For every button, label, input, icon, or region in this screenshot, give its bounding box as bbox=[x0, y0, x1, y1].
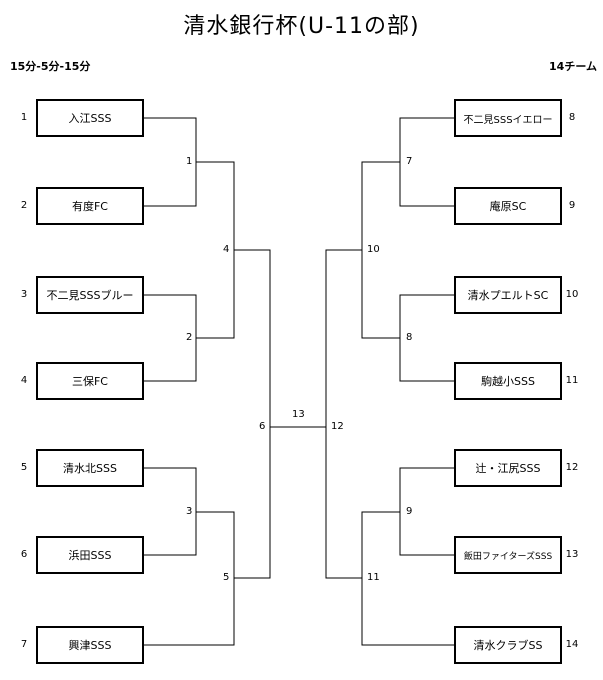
seed-number: 14 bbox=[565, 639, 579, 650]
seed-number: 12 bbox=[565, 462, 579, 473]
page-title: 清水銀行杯(U-11の部) bbox=[183, 14, 420, 39]
team-box-left: 清水北SSS bbox=[36, 449, 144, 487]
match-number-7: 7 bbox=[406, 156, 413, 167]
team-name: 不二見SSSイエロー bbox=[463, 114, 553, 126]
seed-number: 9 bbox=[568, 200, 576, 211]
team-box-right: 清水クラブSS bbox=[454, 626, 562, 664]
team-name: 飯田ファイターズSSS bbox=[463, 551, 553, 562]
team-box-right: 飯田ファイターズSSS bbox=[454, 536, 562, 574]
match-number-13: 13 bbox=[292, 409, 305, 420]
team-name: 有度FC bbox=[71, 200, 108, 213]
team-box-left: 入江SSS bbox=[36, 99, 144, 137]
team-box-right: 庵原SC bbox=[454, 187, 562, 225]
team-name: 入江SSS bbox=[68, 112, 112, 125]
seed-number: 6 bbox=[20, 549, 28, 560]
team-box-left: 三保FC bbox=[36, 362, 144, 400]
seed-number: 2 bbox=[20, 200, 28, 211]
seed-number: 8 bbox=[568, 112, 576, 123]
team-box-right: 不二見SSSイエロー bbox=[454, 99, 562, 137]
team-box-right: 辻・江尻SSS bbox=[454, 449, 562, 487]
team-name: 清水クラブSS bbox=[473, 639, 543, 652]
team-name: 三保FC bbox=[71, 375, 108, 388]
match-number-4: 4 bbox=[223, 244, 230, 255]
match-number-5: 5 bbox=[223, 572, 230, 583]
team-name: 興津SSS bbox=[68, 639, 112, 652]
bracket-line-m6 bbox=[234, 249, 271, 579]
team-name: 浜田SSS bbox=[68, 549, 112, 562]
team-box-left: 不二見SSSブルー bbox=[36, 276, 144, 314]
team-name: 庵原SC bbox=[489, 200, 527, 213]
team-box-left: 有度FC bbox=[36, 187, 144, 225]
team-name: 清水北SSS bbox=[63, 462, 117, 475]
match-number-2: 2 bbox=[186, 332, 193, 343]
seed-number: 1 bbox=[20, 112, 28, 123]
bracket-line-m12 bbox=[325, 249, 362, 579]
team-name: 清水プエルトSC bbox=[467, 289, 549, 302]
match-number-10: 10 bbox=[367, 244, 380, 255]
seed-number: 10 bbox=[565, 289, 579, 300]
match-number-9: 9 bbox=[406, 506, 413, 517]
seed-number: 4 bbox=[20, 375, 28, 386]
team-box-right: 清水プエルトSC bbox=[454, 276, 562, 314]
seed-number: 5 bbox=[20, 462, 28, 473]
seed-number: 11 bbox=[565, 375, 579, 386]
bracket-line-m5 bbox=[144, 511, 235, 646]
match-number-3: 3 bbox=[186, 506, 193, 517]
match-number-8: 8 bbox=[406, 332, 413, 343]
match-number-6: 6 bbox=[259, 421, 266, 432]
match-number-11: 11 bbox=[367, 572, 380, 583]
match-format: 15分-5分-15分 bbox=[10, 60, 91, 73]
team-name: 辻・江尻SSS bbox=[475, 462, 541, 475]
team-box-right: 駒越小SSS bbox=[454, 362, 562, 400]
team-name: 駒越小SSS bbox=[481, 375, 535, 388]
team-box-left: 浜田SSS bbox=[36, 536, 144, 574]
seed-number: 3 bbox=[20, 289, 28, 300]
match-number-12: 12 bbox=[331, 421, 344, 432]
team-count: 14チーム bbox=[549, 60, 597, 73]
seed-number: 7 bbox=[20, 639, 28, 650]
match-number-1: 1 bbox=[186, 156, 193, 167]
team-box-left: 興津SSS bbox=[36, 626, 144, 664]
seed-number: 13 bbox=[565, 549, 579, 560]
team-name: 不二見SSSブルー bbox=[46, 289, 134, 302]
